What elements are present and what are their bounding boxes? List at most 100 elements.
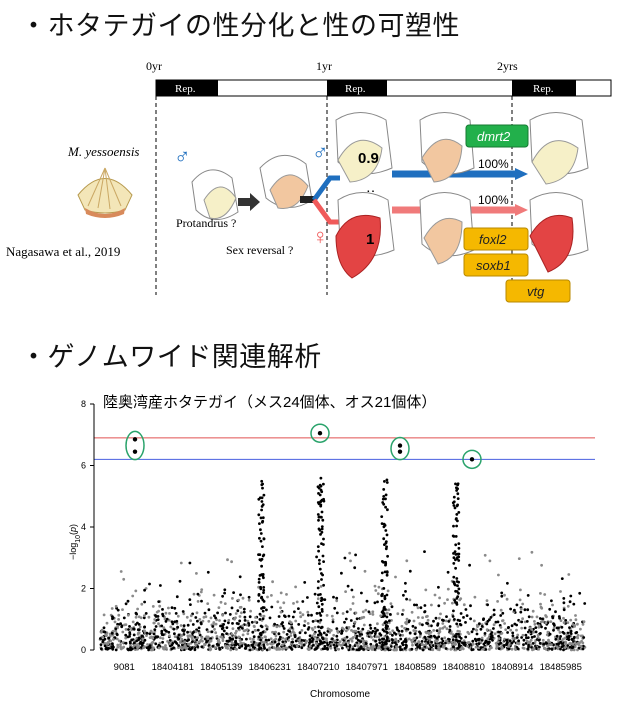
snp-point xyxy=(209,639,213,643)
snp-point xyxy=(521,617,524,621)
snp-point xyxy=(316,619,320,623)
snp-point xyxy=(382,629,386,633)
snp-point xyxy=(562,608,566,612)
snp-point xyxy=(431,647,434,651)
snp-point xyxy=(367,610,371,614)
snp-point xyxy=(414,643,418,647)
snp-point xyxy=(379,633,383,637)
snp-point xyxy=(106,640,110,644)
snp-point xyxy=(560,625,564,629)
snp-point xyxy=(548,632,552,636)
snp-point xyxy=(318,515,322,519)
snp-point xyxy=(243,615,247,619)
snp-point xyxy=(430,640,433,644)
snp-point xyxy=(126,613,130,617)
snp-point xyxy=(564,640,568,644)
snp-point xyxy=(564,645,567,649)
snp-point xyxy=(225,632,229,635)
snp-point xyxy=(501,619,505,622)
snp-point xyxy=(380,571,384,575)
snp-point xyxy=(252,624,256,628)
snp-point xyxy=(200,645,204,649)
peak-point xyxy=(397,443,403,448)
snp-point xyxy=(562,597,566,600)
snp-point xyxy=(486,637,490,641)
snp-point xyxy=(506,581,509,585)
snp-point xyxy=(429,630,433,634)
snp-point xyxy=(134,615,138,619)
snp-point xyxy=(548,607,552,611)
snp-point xyxy=(314,647,318,651)
snp-point xyxy=(110,631,114,635)
snp-point xyxy=(261,606,265,609)
snp-point xyxy=(447,620,451,623)
snp-point xyxy=(362,645,366,648)
snp-point xyxy=(470,630,474,634)
snp-point xyxy=(258,632,262,636)
snp-point xyxy=(308,638,312,642)
snp-point xyxy=(110,645,114,649)
snp-point xyxy=(105,646,108,650)
snp-point xyxy=(221,594,225,598)
snp-point xyxy=(133,644,136,647)
snp-point xyxy=(319,585,323,588)
snp-point xyxy=(124,623,128,626)
snp-point xyxy=(385,639,388,643)
snp-point xyxy=(113,636,117,639)
snp-point xyxy=(333,639,337,643)
snp-point xyxy=(243,619,247,622)
snp-point xyxy=(344,629,348,633)
snp-point xyxy=(526,608,530,612)
snp-point xyxy=(385,478,389,482)
snp-point xyxy=(551,603,554,607)
snp-point xyxy=(403,626,406,630)
snp-point xyxy=(557,628,560,632)
snp-point xyxy=(382,522,386,526)
snp-point xyxy=(475,628,479,632)
snp-point xyxy=(499,641,502,645)
snp-point xyxy=(522,638,526,642)
snp-point xyxy=(287,636,291,639)
snp-point xyxy=(153,628,157,631)
snp-point xyxy=(195,611,199,615)
snp-point xyxy=(384,560,387,564)
snp-point xyxy=(174,612,178,615)
snp-point xyxy=(413,632,417,636)
snp-point xyxy=(537,624,541,627)
snp-point xyxy=(385,611,389,615)
snp-point xyxy=(261,503,265,506)
snp-point xyxy=(374,639,377,643)
snp-point xyxy=(530,635,534,639)
snp-point xyxy=(404,639,407,642)
snp-point xyxy=(395,626,399,630)
snp-point xyxy=(400,648,404,651)
snp-point xyxy=(418,635,422,639)
snp-point xyxy=(360,591,363,595)
y-tick-label: 6 xyxy=(81,461,86,471)
snp-point xyxy=(259,539,263,543)
snp-point xyxy=(456,625,460,628)
snp-point xyxy=(571,623,575,626)
snp-point xyxy=(214,646,217,650)
snp-point xyxy=(454,535,458,538)
snp-point xyxy=(555,634,559,638)
snp-point xyxy=(457,580,460,584)
snp-point xyxy=(154,625,158,628)
snp-point xyxy=(198,618,202,621)
snp-point xyxy=(349,608,352,611)
snp-point xyxy=(482,617,485,621)
snp-point xyxy=(278,635,282,639)
snp-point xyxy=(161,640,165,644)
snp-point xyxy=(537,638,541,642)
snp-point xyxy=(341,646,344,650)
snp-point xyxy=(521,633,525,637)
snp-point xyxy=(162,633,165,637)
snp-point xyxy=(179,561,183,565)
snp-point xyxy=(310,613,313,617)
snp-point xyxy=(375,643,378,647)
snp-point xyxy=(257,599,260,603)
snp-point xyxy=(337,642,340,646)
snp-point xyxy=(240,644,244,648)
snp-point xyxy=(228,613,232,616)
